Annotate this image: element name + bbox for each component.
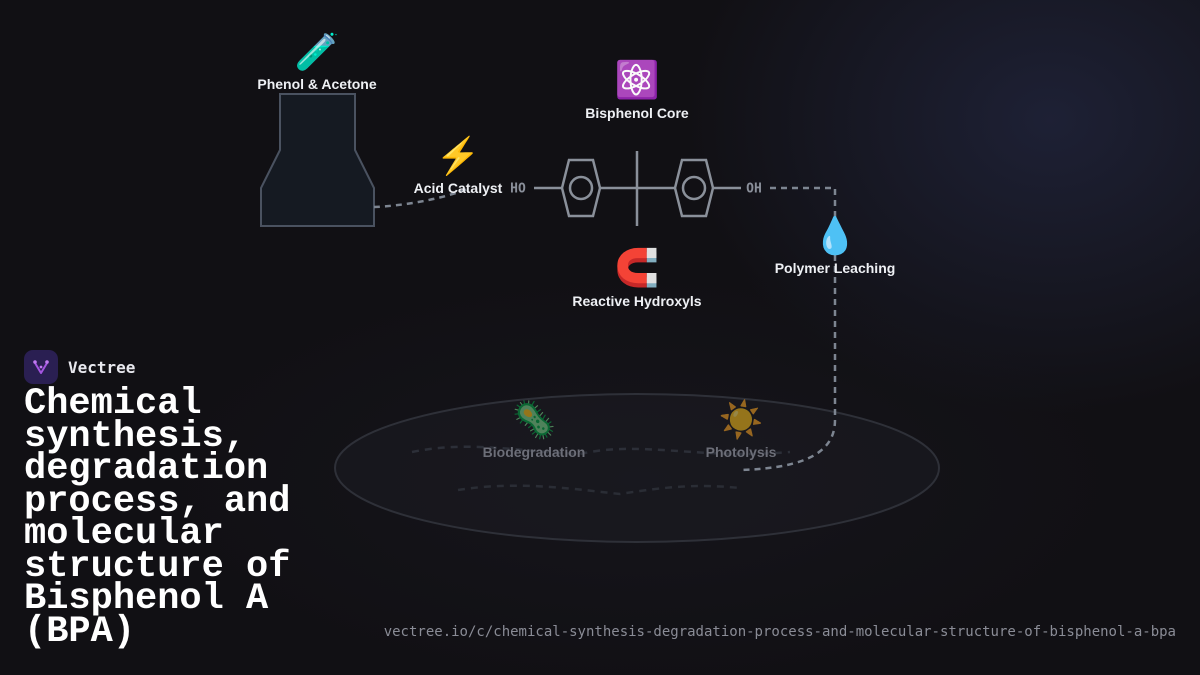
hydroxyl-right: OH [746, 181, 762, 197]
page-title: Chemical synthesis, degradation process,… [24, 383, 291, 653]
flow-path-synthesis [373, 186, 471, 209]
aromatic-circle-right [681, 175, 707, 201]
water-wave-1 [411, 445, 791, 456]
node-label-bisphenol-core: Bisphenol Core [585, 105, 689, 121]
sun-icon: ☀️ [718, 399, 764, 440]
magnet-icon: 🧲 [614, 247, 660, 288]
node-label-reactive-hydroxyls: Reactive Hydroxyls [572, 293, 702, 309]
benzene-ring-right [673, 158, 715, 218]
flow-path-leaching [739, 186, 837, 472]
benzene-ring-left [560, 158, 602, 218]
reaction-flask [260, 93, 375, 227]
bpa-molecule [534, 151, 741, 226]
node-label-phenol-acetone: Phenol & Acetone [257, 76, 377, 92]
node-label-polymer-leaching: Polymer Leaching [774, 260, 896, 276]
brand[interactable]: Vectree [24, 350, 135, 384]
microbe-icon: 🦠 [511, 399, 557, 440]
node-label-biodegradation: Biodegradation [482, 444, 586, 460]
node-label-acid-catalyst: Acid Catalyst [413, 180, 503, 196]
node-label-photolysis: Photolysis [705, 444, 777, 460]
aromatic-circle-left [568, 175, 594, 201]
lightning-icon: ⚡ [435, 135, 481, 176]
droplet-icon: 💧 [812, 215, 858, 256]
environment-pool [334, 393, 940, 543]
test-tube-icon: 🧪 [294, 31, 340, 72]
water-wave-2 [457, 484, 741, 496]
atom-icon: ⚛️ [614, 59, 660, 100]
hydroxyl-left: HO [510, 181, 526, 197]
sparkle-branch-icon [24, 350, 58, 384]
source-url[interactable]: vectree.io/c/chemical-synthesis-degradat… [383, 624, 1176, 640]
brand-name: Vectree [68, 357, 136, 377]
